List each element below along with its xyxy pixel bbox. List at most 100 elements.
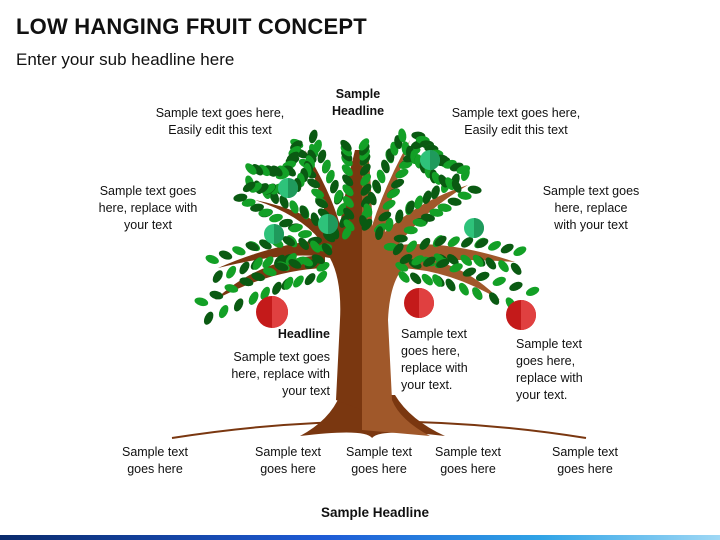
- leaf: [258, 208, 273, 217]
- leaf: [245, 163, 257, 175]
- leaf: [321, 159, 331, 174]
- leaf: [342, 184, 354, 197]
- leaf: [359, 163, 371, 176]
- green-apple: [278, 178, 298, 198]
- ground-label: Sample text goes here: [121, 445, 188, 476]
- leaf: [260, 286, 270, 300]
- red-apple: [506, 300, 536, 330]
- leaf: [412, 218, 427, 227]
- page-subtitle: Enter your sub headline here: [16, 50, 235, 69]
- leaf: [262, 256, 274, 269]
- leaf: [472, 287, 483, 300]
- leaf: [239, 261, 250, 275]
- leaf: [315, 198, 329, 209]
- leaf: [382, 199, 396, 210]
- leaf: [311, 188, 325, 199]
- leaf: [325, 169, 335, 184]
- leaf: [289, 223, 303, 233]
- leaf: [395, 209, 404, 224]
- leaf: [245, 241, 259, 251]
- leaf: [485, 257, 497, 270]
- leaf: [449, 263, 463, 273]
- leaf: [447, 197, 462, 206]
- leaf: [282, 236, 296, 247]
- leaf: [398, 271, 410, 283]
- ground-label: Sample text goes here: [551, 445, 618, 476]
- leaf: [310, 212, 320, 226]
- leaf: [395, 261, 409, 272]
- leaf: [509, 281, 523, 291]
- green-apple: [420, 150, 440, 170]
- leaf: [460, 254, 473, 266]
- page-title: LOW HANGING FRUIT CONCEPT: [16, 14, 367, 39]
- leaf: [423, 256, 436, 267]
- leaf: [406, 240, 417, 253]
- leaf: [241, 198, 256, 207]
- leaf: [475, 238, 489, 249]
- leaf: [363, 203, 373, 217]
- leaf: [488, 292, 500, 305]
- leaf: [279, 195, 289, 209]
- label-fruit-center: Sample text goes here, replace with your…: [401, 327, 468, 392]
- leaf: [300, 256, 314, 267]
- leaf: [194, 297, 209, 307]
- leaf: [226, 265, 237, 279]
- leaf: [340, 139, 352, 152]
- leaf: [272, 281, 282, 295]
- leaf: [218, 305, 229, 319]
- leaf: [209, 290, 224, 300]
- label-top-left: Sample text goes here, Easily edit this …: [155, 106, 285, 137]
- leaf: [475, 271, 490, 281]
- leaf: [360, 183, 372, 196]
- leaf: [342, 174, 354, 187]
- leaf: [248, 291, 259, 305]
- leaf: [288, 258, 302, 269]
- leaf: [434, 235, 447, 247]
- leaf: [317, 149, 327, 164]
- red-apple: [256, 296, 288, 328]
- leaf: [218, 250, 233, 260]
- leaf: [457, 191, 472, 200]
- leaf: [343, 207, 355, 220]
- leaf: [385, 217, 394, 232]
- label-mid-left: Sample text goes here, replace with your…: [98, 184, 198, 232]
- leaf: [258, 164, 270, 177]
- leaf: [456, 165, 471, 175]
- leaf: [298, 237, 309, 250]
- leaf: [375, 226, 384, 241]
- leaf: [436, 258, 450, 268]
- leaf: [399, 253, 413, 265]
- leaf: [299, 205, 309, 219]
- leaf: [461, 237, 474, 248]
- leaf: [316, 270, 328, 283]
- leaf: [359, 215, 369, 229]
- leaf: [372, 179, 382, 194]
- leaf: [438, 174, 449, 188]
- leaf: [341, 164, 353, 177]
- bottom-headline: Sample Headline: [320, 505, 430, 520]
- green-apple: [464, 218, 484, 238]
- leaf: [458, 282, 469, 296]
- leaf: [304, 273, 316, 286]
- ground-label: Sample text goes here: [254, 445, 321, 476]
- leaf: [233, 298, 244, 312]
- leaf: [212, 270, 223, 283]
- label-mid-right: Sample text goes here, replace with your…: [542, 184, 640, 232]
- leaf: [262, 267, 277, 277]
- leaf: [289, 200, 299, 214]
- leaf: [311, 254, 325, 265]
- trunk-right: [362, 140, 515, 436]
- leaf: [500, 243, 514, 254]
- leaf: [367, 191, 377, 206]
- label-top-right: Sample text goes here, Easily edit this …: [451, 106, 581, 137]
- leaf: [391, 178, 405, 189]
- leaf: [252, 257, 263, 270]
- leaf: [488, 241, 501, 251]
- leaf: [395, 168, 409, 179]
- leaf: [421, 213, 435, 222]
- leaf: [316, 261, 330, 272]
- leaf: [410, 272, 422, 285]
- leaf: [274, 262, 289, 272]
- leaf: [414, 195, 424, 210]
- leaf: [343, 219, 355, 232]
